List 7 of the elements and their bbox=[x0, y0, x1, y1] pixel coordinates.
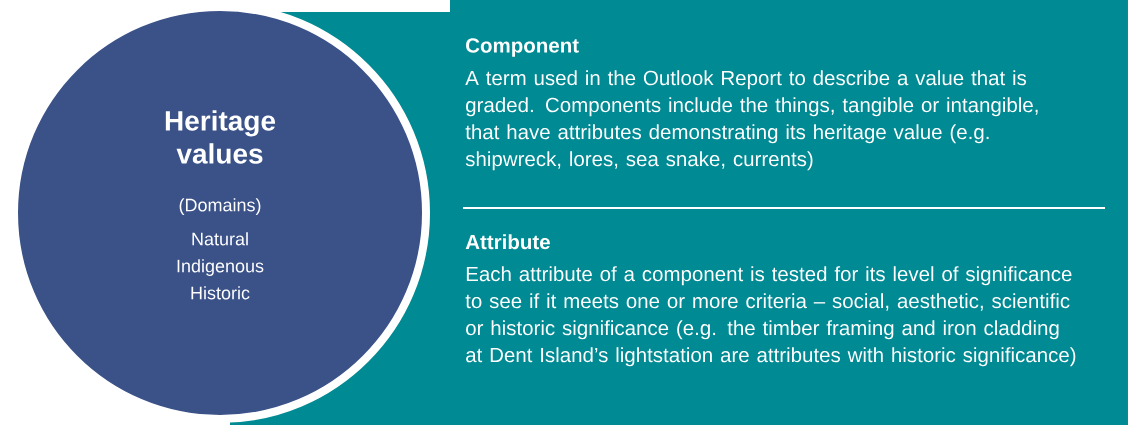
section-text: Each attribute of a component is tested for its level of significance to see if it meets one or more criteria – social, aesthetic, scientific or historic significance (e.g. the timber framing and iron cladding at Dent Island’s lightstation are attributes with historic significance) bbox=[465, 266, 1076, 367]
section-text: A term used in the Outlook Report to describe a value that is graded. Components include the things, tangible or intangible, that have attributes demonstrating its heritage value (e.g. shipwreck, lores, sea snake, currents) bbox=[465, 70, 1038, 171]
section-heading: Component bbox=[466, 38, 579, 57]
circle-heading: Heritage values bbox=[165, 110, 276, 164]
circle-subheading: (Domains) bbox=[179, 198, 261, 215]
section-heading: Attribute bbox=[465, 234, 550, 250]
circle-list: Natural Indigenous Historic bbox=[177, 232, 264, 300]
